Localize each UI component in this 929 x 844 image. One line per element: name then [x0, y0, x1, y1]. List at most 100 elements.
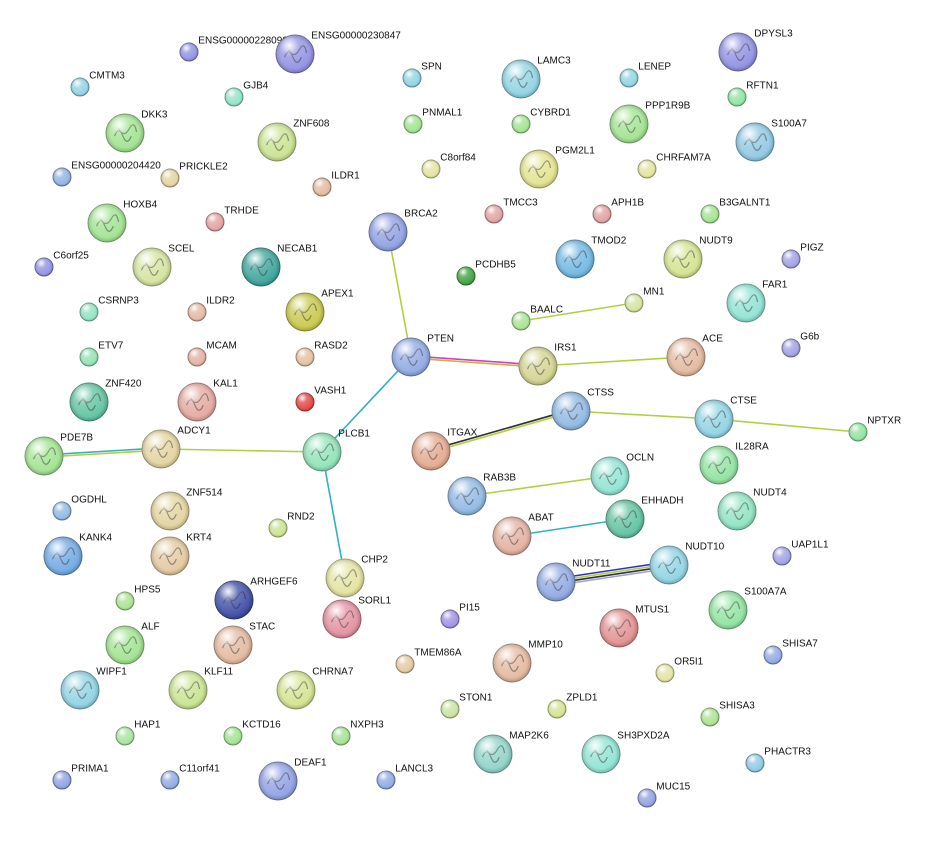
edge-pten-irs1[interactable]	[410, 355, 539, 368]
node-sh3pxd2a[interactable]: SH3PXD2A	[581, 731, 670, 774]
node-phactr3[interactable]: PHACTR3	[745, 747, 811, 773]
node-znf514[interactable]: ZNF514	[150, 488, 223, 531]
node-vash1[interactable]: VASH1	[295, 386, 347, 412]
node-rftn1[interactable]: RFTN1	[727, 81, 779, 107]
node-trhde[interactable]: TRHDE	[205, 206, 259, 232]
node-arhgef6[interactable]: ARHGEF6	[214, 577, 298, 620]
node-plcb1[interactable]: PLCB1	[302, 429, 370, 472]
node-kctd16[interactable]: KCTD16	[223, 720, 281, 746]
node-lamc3[interactable]: LAMC3	[501, 56, 571, 99]
node-chrfam7a[interactable]: CHRFAM7A	[637, 153, 711, 179]
node-nudt4[interactable]: NUDT4	[717, 488, 787, 531]
edge-plcb1-chp2[interactable]	[321, 451, 346, 579]
node-deaf1[interactable]: DEAF1	[258, 758, 327, 801]
node-itgax[interactable]: ITGAX	[411, 428, 478, 471]
node-rnd2[interactable]: RND2	[268, 512, 315, 538]
node-ildr2[interactable]: ILDR2	[187, 296, 235, 322]
node-s100a7[interactable]: S100A7	[735, 119, 807, 162]
node-zpld1[interactable]: ZPLD1	[547, 693, 598, 719]
node-apex1[interactable]: APEX1	[285, 289, 354, 332]
node-ace[interactable]: ACE	[666, 334, 723, 377]
node-alf[interactable]: ALF	[105, 622, 160, 665]
edge-pten-plcb1[interactable]	[321, 356, 412, 453]
edge-pde7b-adcy1[interactable]	[43, 447, 162, 458]
node-or5i1[interactable]: OR5I1	[655, 657, 704, 683]
node-pde7b[interactable]: PDE7B	[24, 433, 93, 476]
node-mcam[interactable]: MCAM	[187, 341, 237, 367]
node-ildr1[interactable]: ILDR1	[312, 171, 360, 197]
node-ogdhl[interactable]: OGDHL	[52, 495, 107, 521]
node-c6orf25[interactable]: C6orf25	[34, 251, 89, 277]
edge-ctse-nptxr[interactable]	[713, 418, 859, 433]
edge-irs1-ace[interactable]	[537, 356, 687, 367]
node-ehhadh[interactable]: EHHADH	[605, 496, 684, 539]
node-znf608[interactable]: ZNF608	[257, 119, 330, 162]
node-prickle2[interactable]: PRICKLE2	[160, 162, 228, 188]
node-pnmal1[interactable]: PNMAL1	[403, 108, 463, 134]
node-hap1[interactable]: HAP1	[115, 720, 161, 746]
node-far1[interactable]: FAR1	[726, 280, 788, 323]
node-g6b[interactable]: G6b	[781, 332, 820, 358]
node-abat[interactable]: ABAT	[492, 513, 554, 556]
node-nxph3[interactable]: NXPH3	[331, 720, 384, 746]
node-map2k6[interactable]: MAP2K6	[473, 731, 549, 774]
node-pgm2l1[interactable]: PGM2L1	[519, 146, 595, 189]
node-ensg00000228090[interactable]: ENSG00000228090	[179, 36, 288, 62]
node-pten[interactable]: PTEN	[391, 334, 454, 377]
node-aph1b[interactable]: APH1B	[592, 198, 644, 224]
node-baalc[interactable]: BAALC	[511, 305, 563, 331]
node-pcdhb5[interactable]: PCDHB5	[456, 260, 516, 286]
node-ctss[interactable]: CTSS	[551, 388, 614, 431]
node-necab1[interactable]: NECAB1	[241, 244, 318, 287]
node-shisa7[interactable]: SHISA7	[763, 639, 818, 665]
node-csrnp3[interactable]: CSRNP3	[79, 296, 139, 322]
node-mtus1[interactable]: MTUS1	[599, 605, 670, 648]
node-irs1[interactable]: IRS1	[518, 343, 577, 386]
node-dpysl3[interactable]: DPYSL3	[718, 29, 793, 72]
node-c8orf84[interactable]: C8orf84	[421, 153, 476, 179]
edge-itgax-ctss[interactable]	[430, 409, 572, 453]
node-s100a7a[interactable]: S100A7A	[708, 587, 787, 630]
node-muc15[interactable]: MUC15	[637, 782, 691, 808]
node-pi15[interactable]: PI15	[440, 603, 480, 629]
edge-rab3b-ocln[interactable]	[466, 475, 611, 497]
node-hps5[interactable]: HPS5	[115, 585, 161, 611]
edge-adcy1-plcb1[interactable]	[160, 448, 323, 453]
node-spn[interactable]: SPN	[402, 62, 442, 88]
node-lenep[interactable]: LENEP	[619, 62, 671, 88]
node-rasd2[interactable]: RASD2	[295, 341, 348, 367]
node-kal1[interactable]: KAL1	[177, 379, 238, 422]
node-ctse[interactable]: CTSE	[694, 396, 757, 439]
node-wipf1[interactable]: WIPF1	[60, 667, 127, 710]
node-c11orf41[interactable]: C11orf41	[160, 764, 220, 790]
node-sorl1[interactable]: SORL1	[322, 596, 392, 639]
edge-baalc-mn1[interactable]	[520, 302, 635, 322]
node-klf11[interactable]: KLF11	[168, 667, 233, 710]
node-tmcc3[interactable]: TMCC3	[484, 198, 538, 224]
node-ensg00000204420[interactable]: ENSG00000204420	[52, 161, 161, 187]
node-scel[interactable]: SCEL	[132, 244, 195, 287]
node-nudt9[interactable]: NUDT9	[663, 236, 733, 279]
node-mmp10[interactable]: MMP10	[492, 640, 563, 683]
node-ensg00000230847[interactable]: ENSG00000230847	[275, 31, 401, 74]
node-nptxr[interactable]: NPTXR	[848, 416, 901, 442]
node-etv7[interactable]: ETV7	[79, 341, 124, 367]
node-ppp1r9b[interactable]: PPP1R9B	[609, 101, 691, 144]
node-hoxb4[interactable]: HOXB4	[87, 200, 158, 243]
node-nudt10[interactable]: NUDT10	[649, 542, 725, 585]
edge-brca2-pten[interactable]	[387, 231, 412, 358]
node-ocln[interactable]: OCLN	[590, 453, 654, 496]
node-chrna7[interactable]: CHRNA7	[276, 667, 354, 710]
node-gjb4[interactable]: GJB4	[224, 81, 269, 107]
node-kank4[interactable]: KANK4	[43, 533, 113, 576]
node-prima1[interactable]: PRIMA1	[52, 764, 109, 790]
node-znf420[interactable]: ZNF420	[69, 379, 142, 422]
node-uap1l1[interactable]: UAP1L1	[772, 540, 829, 566]
node-pigz[interactable]: PIGZ	[781, 243, 824, 269]
node-dkk3[interactable]: DKK3	[105, 110, 168, 153]
edge-ctss-ctse[interactable]	[570, 410, 715, 420]
node-stac[interactable]: STAC	[213, 622, 275, 665]
node-il28ra[interactable]: IL28RA	[699, 442, 769, 485]
node-lancl3[interactable]: LANCL3	[376, 764, 434, 790]
node-cybrd1[interactable]: CYBRD1	[511, 108, 571, 134]
